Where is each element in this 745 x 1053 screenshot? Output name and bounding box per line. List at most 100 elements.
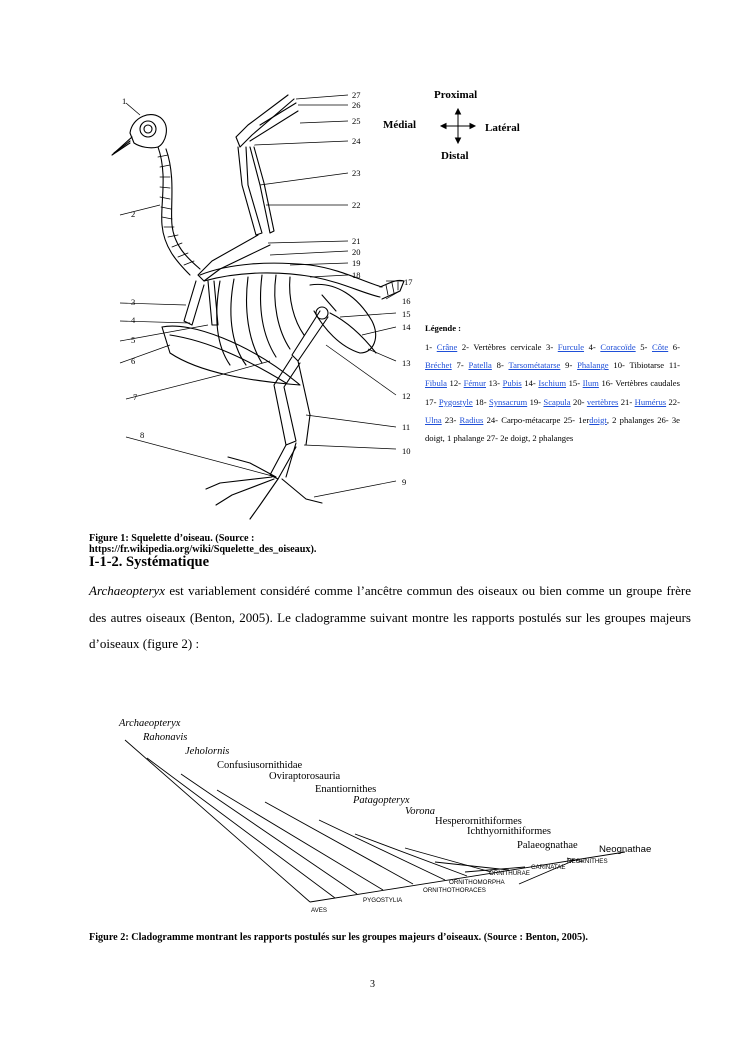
- legend-number: 19-: [527, 396, 544, 407]
- legend-number: 22-: [666, 396, 680, 407]
- callout-number: 2: [131, 209, 136, 219]
- taxon-label: Confusiusornithidae: [217, 760, 302, 771]
- legend-term: Carpo-métacarpe: [501, 414, 561, 425]
- legend-number: 15-: [566, 378, 583, 389]
- legend-number: 5-: [635, 342, 652, 352]
- legend-number: 7-: [451, 360, 469, 371]
- legend-title: Légende :: [425, 323, 462, 333]
- legend-term: Tibiotarse: [629, 360, 665, 371]
- taxon-label: Palaeognathae: [517, 840, 578, 851]
- node-label: ORNITHURAE: [489, 870, 530, 877]
- legend-link[interactable]: Fibula: [425, 378, 447, 389]
- legend-number: 8-: [491, 360, 509, 371]
- legend-number: 27-: [484, 433, 501, 444]
- orientation-distal: Distal: [441, 150, 469, 162]
- callout-number: 23: [352, 168, 361, 178]
- legend-link[interactable]: Côte: [651, 342, 669, 352]
- legend-term: 3e doigt, 1 phalange: [425, 414, 680, 444]
- callout-number: 6: [131, 356, 136, 366]
- callout-number: 4: [131, 315, 136, 325]
- taxon-label: Neognathae: [599, 844, 651, 855]
- callout-number: 14: [402, 322, 411, 332]
- legend-link[interactable]: Tarsométatarse: [508, 360, 561, 371]
- legend-term: 1er: [578, 414, 590, 425]
- callout-number: 19: [352, 258, 361, 268]
- legend-number: 1-: [425, 342, 437, 352]
- callout-number: 18: [352, 270, 361, 280]
- callout-number: 26: [352, 100, 361, 110]
- legend-number: 24-: [483, 414, 502, 425]
- node-label: CARINATAE: [531, 864, 566, 871]
- legend-number: 3-: [541, 342, 558, 352]
- legend-number: 14-: [521, 378, 539, 389]
- orientation-arrows-icon: [440, 108, 476, 144]
- node-label: ORNITHOTHORACES: [423, 887, 486, 894]
- legend-number: 26-: [654, 414, 672, 425]
- legend-number: 6-: [668, 342, 680, 352]
- figure-1-caption: Figure 1: Squelette d’oiseau. (Source : …: [89, 533, 317, 555]
- legend-term: Vertèbres cervicale: [473, 342, 542, 352]
- node-label: PYGOSTYLIA: [363, 897, 403, 904]
- legend-number: 17-: [425, 396, 439, 407]
- legend-link[interactable]: Fémur: [463, 378, 487, 389]
- legend-term: Vertèbres caudales: [615, 378, 680, 389]
- callout-number: 12: [402, 391, 411, 401]
- legend-link[interactable]: Pygostyle: [438, 396, 473, 407]
- legend-link[interactable]: doigt: [589, 414, 607, 425]
- legend-link[interactable]: Crâne: [436, 342, 458, 352]
- callout-number: 27: [352, 90, 361, 100]
- callout-number: 9: [402, 477, 407, 487]
- legend-link[interactable]: Furcule: [557, 342, 585, 352]
- legend-link[interactable]: Radius: [459, 414, 484, 425]
- legend-number: 21-: [618, 396, 635, 407]
- legend-text: 1- Crâne 2- Vertèbres cervicale 3- Furcu…: [425, 338, 680, 447]
- taxon-label: Patagopteryx: [352, 795, 410, 806]
- taxon-label: Rahonavis: [142, 732, 187, 743]
- legend-number: 18-: [472, 396, 489, 407]
- paragraph-text: est variablement considéré comme l’ancêt…: [89, 583, 691, 651]
- legend-number: 23-: [441, 414, 460, 425]
- legend-link[interactable]: Scapula: [543, 396, 571, 407]
- callout-number: 21: [352, 236, 361, 246]
- figure-2-caption: Figure 2: Cladogramme montrant les rappo…: [89, 932, 588, 943]
- callout-number: 22: [352, 200, 361, 210]
- legend-link[interactable]: Pubis: [502, 378, 522, 389]
- legend-link[interactable]: vertèbres: [586, 396, 619, 407]
- legend-number: 10-: [608, 360, 630, 371]
- node-label: ORNITHOMORPHA: [449, 879, 506, 886]
- legend-number: 12-: [446, 378, 464, 389]
- taxon-label: Vorona: [405, 806, 435, 817]
- callout-number: 1: [122, 96, 127, 106]
- callout-number: 5: [131, 335, 136, 345]
- legend-link[interactable]: Coracoïde: [600, 342, 636, 352]
- legend-link[interactable]: Ischium: [538, 378, 567, 389]
- callout-number: 15: [402, 309, 411, 319]
- taxon-label: Archaeopteryx: [118, 718, 181, 729]
- taxon-label: Jeholornis: [185, 746, 229, 757]
- legend-link[interactable]: Bréchet: [425, 360, 452, 371]
- callout-number: 16: [402, 296, 411, 306]
- legend-link[interactable]: Phalange: [577, 360, 609, 371]
- page-number: 3: [370, 979, 375, 990]
- orientation-medial: Médial: [383, 119, 416, 131]
- taxon-label: Hesperornithiformes: [435, 816, 522, 827]
- legend-link[interactable]: Patella: [468, 360, 492, 371]
- legend-link[interactable]: Humérus: [634, 396, 667, 407]
- callout-number: 24: [352, 136, 361, 146]
- orientation-lateral: Latéral: [485, 122, 520, 134]
- legend-number: 20-: [570, 396, 587, 407]
- node-label: AVES: [311, 907, 327, 914]
- cladogram: Archaeopteryx Rahonavis Jeholornis Confu…: [118, 718, 651, 914]
- legend-number: 2-: [457, 342, 474, 352]
- callout-number: 17: [404, 277, 413, 287]
- callout-number: 3: [131, 297, 136, 307]
- legend-link[interactable]: Ulna: [425, 414, 442, 425]
- legend-number: 13-: [486, 378, 503, 389]
- legend-link[interactable]: Synsacrum: [488, 396, 528, 407]
- legend-number: 25-: [560, 414, 579, 425]
- legend-link[interactable]: Ilum: [582, 378, 599, 389]
- legend-term: , 2 phalanges: [606, 414, 655, 425]
- taxon-label: Ichthyornithiformes: [467, 826, 551, 837]
- callout-number: 10: [402, 446, 411, 456]
- legend-number: 4-: [584, 342, 601, 352]
